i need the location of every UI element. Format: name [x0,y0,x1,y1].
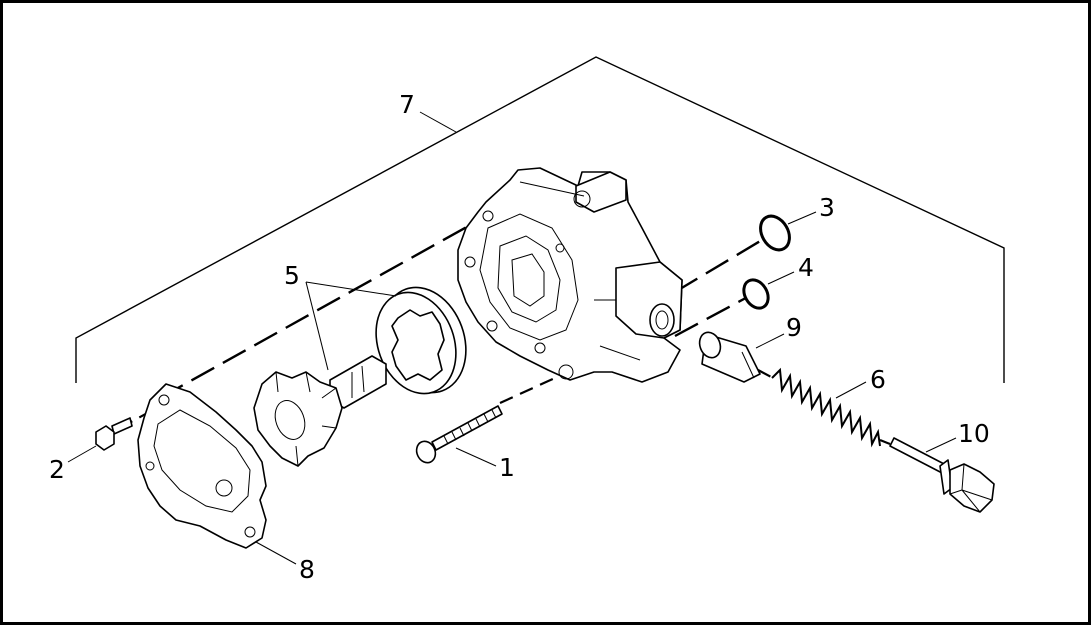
callout-1: 1 [499,453,515,482]
callout-10: 10 [958,419,990,448]
callout-9: 9 [786,313,802,342]
callout-5: 5 [284,261,300,290]
pump-cover-part [137,383,267,549]
leader-5b [305,281,329,371]
leader-7 [419,111,457,133]
leader-5a [305,281,397,297]
valve-plunger-part [698,331,761,383]
callout-3: 3 [819,193,835,222]
callout-2: 2 [49,455,65,484]
small-o-ring-part [742,278,770,310]
long-bolt-part [415,405,503,464]
valve-plug-part [889,437,995,513]
cover-screw-part [95,417,133,451]
callout-4: 4 [798,253,814,282]
outer-rotor-part [375,286,467,395]
pump-housing-part [457,167,683,383]
callout-7: 7 [399,90,415,119]
leader-9 [755,333,785,349]
leader-6 [835,381,867,399]
leader-8 [255,541,297,565]
callout-labels: 7 5 3 4 9 6 10 1 2 8 [49,90,990,584]
leader-3 [787,211,817,225]
leader-1 [455,447,497,467]
leader-4 [767,271,795,285]
callout-6: 6 [870,365,886,394]
valve-spring-part [771,367,881,448]
callout-8: 8 [299,555,315,584]
leader-10 [925,437,957,453]
callout-leaders [67,111,957,565]
assembly-bracket [75,56,1005,383]
inner-rotor-shaft-part [253,355,387,467]
leader-2 [67,445,97,463]
large-o-ring-part [759,214,791,252]
